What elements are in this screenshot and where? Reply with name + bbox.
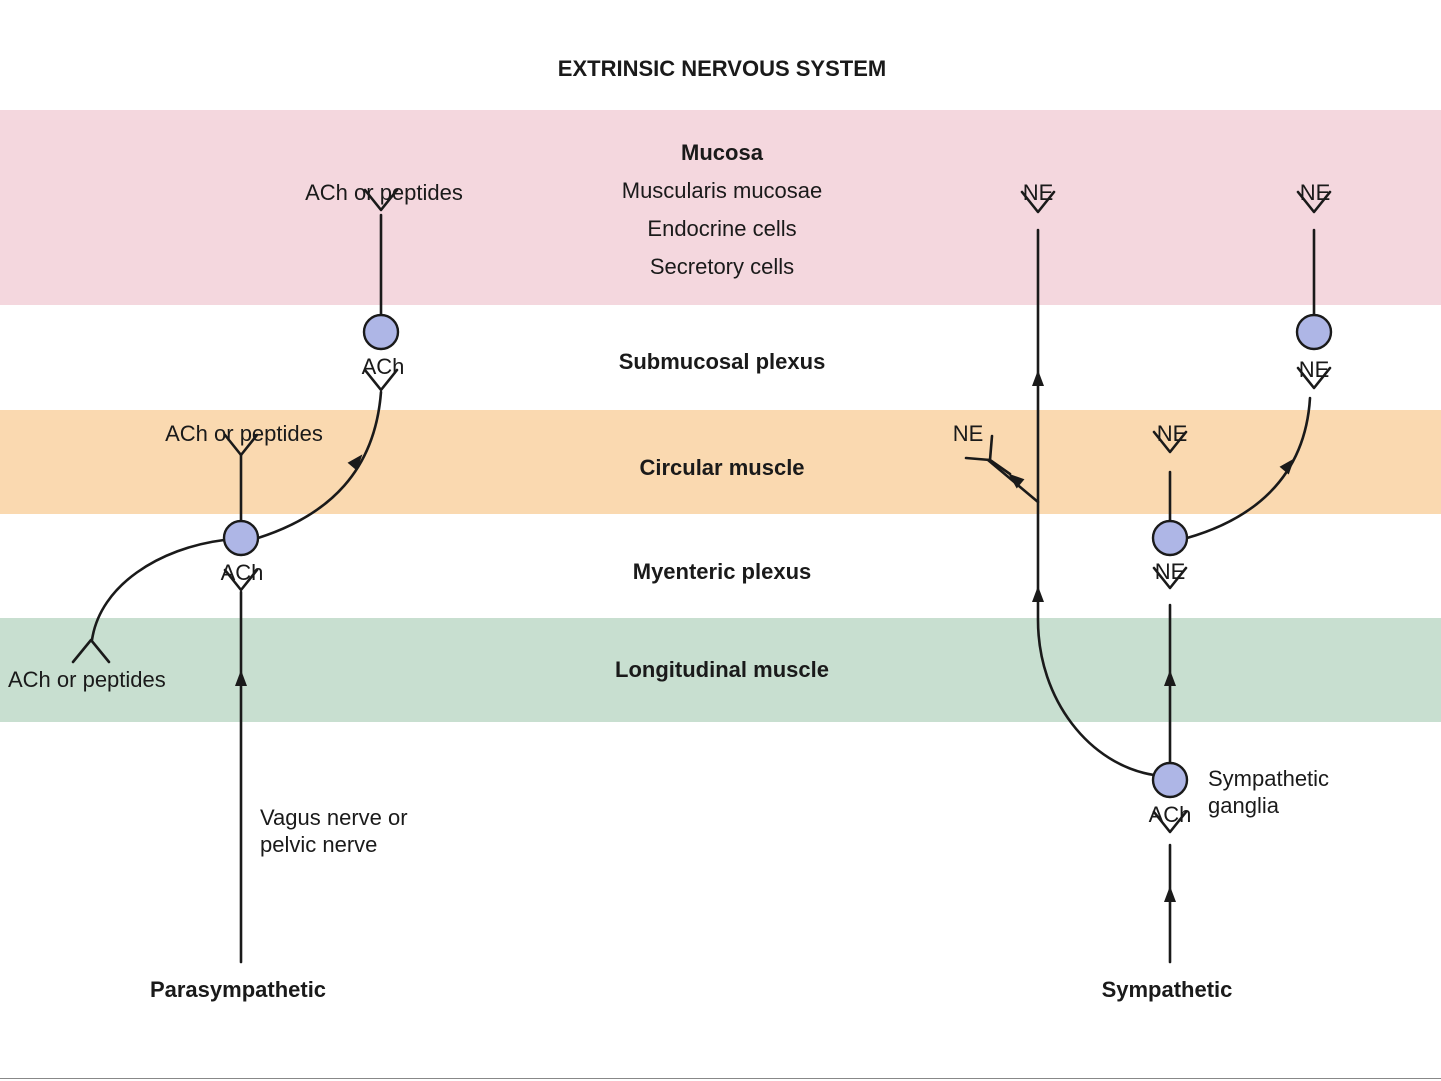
- symp-myenteric-neuron: [1151, 519, 1189, 557]
- layer-muscularis-mucosae-label: Muscularis mucosae: [621, 178, 823, 203]
- diagram-title: EXTRINSIC NERVOUS SYSTEM: [557, 56, 887, 81]
- para-longitudinal-terminal-label: ACh or peptides: [8, 667, 166, 692]
- layer-mucosa-label: Mucosa: [681, 140, 763, 165]
- symp-circular-terminal-b-fork: [1152, 430, 1188, 454]
- bottom-rule: [0, 1078, 1441, 1079]
- para-longitudinal-terminal-fork: [71, 638, 111, 664]
- symp-myenteric-input-fork: [1152, 566, 1188, 590]
- symp-circular-branch-arrow: [1008, 473, 1025, 489]
- sympathetic-ganglion-neuron: [1151, 761, 1189, 799]
- para-submucosal-neuron: [362, 313, 400, 351]
- para-submucosal-ach-label: ACh: [361, 354, 405, 379]
- sympathetic-label: Sympathetic: [1101, 977, 1233, 1002]
- para-myenteric-neuron: [222, 519, 260, 557]
- symp-myenteric-to-submucosal-curve: [1185, 396, 1312, 540]
- para-submucosal-input-fork: [363, 368, 399, 392]
- parasympathetic-label: Parasympathetic: [149, 977, 327, 1002]
- symp-mucosa-terminal-b-fork: [1296, 190, 1332, 214]
- symp-ganglion-ach-label: ACh: [1148, 802, 1192, 827]
- para-myenteric-to-longitudinal-curve: [90, 538, 226, 642]
- symp-mucosa-line-arrow: [1032, 370, 1044, 386]
- symp-mucosa-terminal-a-label: NE: [1022, 180, 1054, 205]
- symp-submucosal-ne-label: NE: [1298, 357, 1330, 382]
- symp-mucosa-terminal-a-fork: [1020, 190, 1056, 214]
- sympathetic-ganglia-label: Sympathetic ganglia: [1208, 766, 1330, 818]
- para-mucosa-terminal-fork: [363, 188, 399, 212]
- symp-ganglion-input-fork: [1152, 810, 1188, 834]
- para-circular-terminal-label: ACh or peptides: [165, 421, 323, 446]
- para-myenteric-to-submucosal-curve: [256, 390, 383, 540]
- para-myenteric-ach-label: ACh: [220, 560, 264, 585]
- symp-submucosal-input-fork: [1296, 366, 1332, 390]
- mucosa-band: [0, 110, 1441, 305]
- para-vagus-arrow: [235, 670, 247, 686]
- symp-circular-terminal-a-label: NE: [952, 421, 984, 446]
- symp-myenteric-ne-label: NE: [1154, 559, 1186, 584]
- symp-submucosal-curve-arrow: [1279, 458, 1295, 475]
- layer-secretory-cells-label: Secretory cells: [649, 254, 795, 279]
- symp-ganglion-to-mucosa-curve: [1036, 228, 1156, 777]
- para-myenteric-input-fork: [223, 568, 259, 592]
- layer-endocrine-cells-label: Endocrine cells: [647, 216, 797, 241]
- symp-ganglion-line-arrow: [1164, 670, 1176, 686]
- para-circular-terminal-fork: [223, 433, 259, 457]
- layer-circular-muscle-label: Circular muscle: [639, 455, 805, 480]
- symp-mucosa-terminal-b-label: NE: [1299, 180, 1331, 205]
- symp-myenteric-line-arrow: [1032, 586, 1044, 602]
- layer-longitudinal-muscle-label: Longitudinal muscle: [615, 657, 829, 682]
- para-mucosa-terminal-label: ACh or peptides: [305, 180, 463, 205]
- para-submucosal-curve-arrow: [347, 454, 363, 471]
- vagus-nerve-label: Vagus nerve or pelvic nerve: [260, 805, 408, 857]
- symp-preganglionic-arrow: [1164, 886, 1176, 902]
- symp-circular-terminal-a-fork: [964, 434, 1012, 476]
- layer-submucosal-plexus-label: Submucosal plexus: [618, 349, 826, 374]
- symp-circular-terminal-b-label: NE: [1156, 421, 1188, 446]
- layer-myenteric-plexus-label: Myenteric plexus: [632, 559, 812, 584]
- symp-submucosal-neuron: [1295, 313, 1333, 351]
